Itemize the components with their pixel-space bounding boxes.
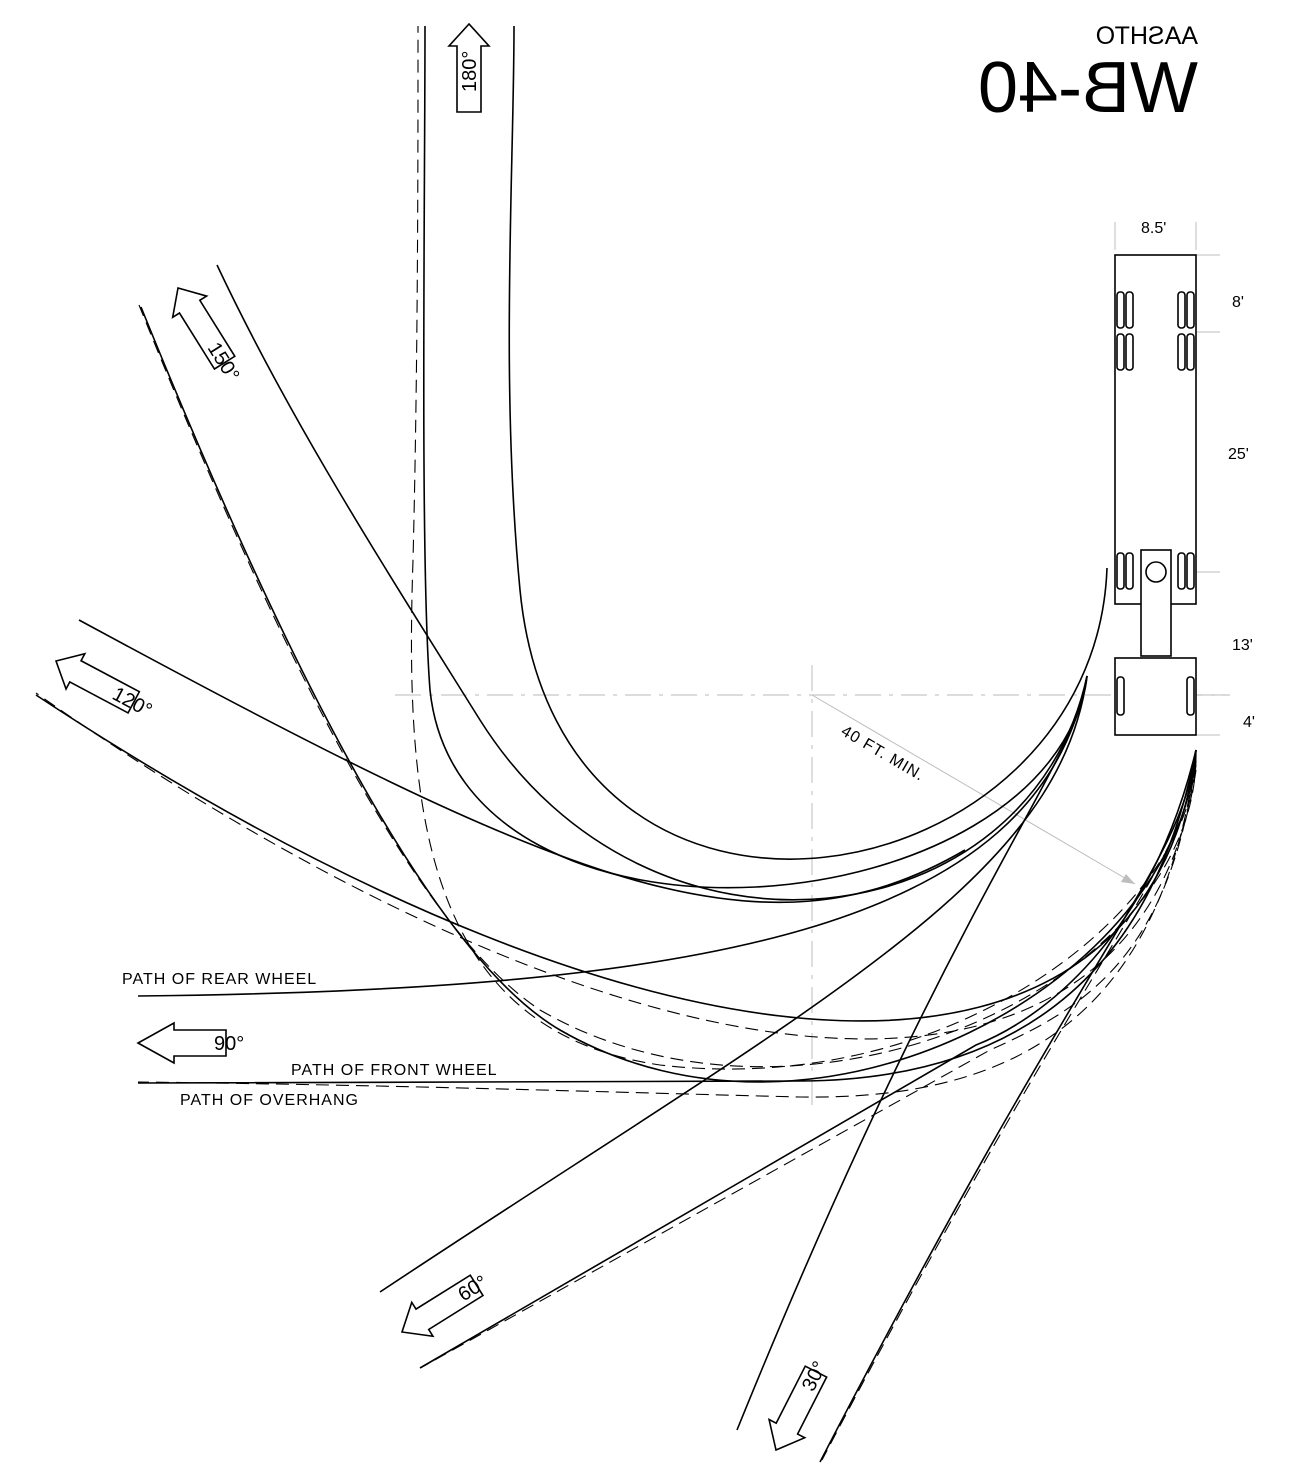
wheel [1125,333,1134,371]
wheel [1116,291,1125,329]
wheel [1177,552,1186,590]
rear-wheel-path [216,264,1088,901]
overhang-path [137,754,1197,1098]
wheel [1125,291,1134,329]
radius-leader [811,694,1136,885]
arrow-90: 90° [136,1021,244,1065]
wheel [1177,291,1186,329]
arrow-60: 60° [400,1271,492,1338]
front-wheel-path [140,306,1197,1083]
radius-arrowhead [1121,874,1135,884]
rear-wheel-path [422,25,1088,889]
arrow-120: 120° [54,652,156,722]
rear-wheel-path [379,675,1088,1293]
arrow-icon [54,652,141,714]
arrow-icon [400,1274,485,1338]
wheel [1186,291,1195,329]
rear-wheel-path [736,675,1088,1431]
arrow-150: 150° [171,286,244,386]
wheel [1186,333,1195,371]
front-wheel-path [35,694,1197,1022]
arrow-icon [171,286,236,371]
arrow-icon [136,1021,227,1065]
front-wheel-path [419,749,1197,1369]
front-wheel-path [137,749,1197,1084]
segment-label: 25' [1228,446,1249,463]
overhang-label: PATH OF OVERHANG [180,1092,359,1109]
width-label: 8.5' [1141,220,1166,237]
overhang-path [821,764,1197,1461]
turn-150 [138,264,1197,1083]
segment-label: 13' [1232,637,1253,654]
rear-wheel-path [137,675,1088,997]
angle-label: 150° [203,339,244,386]
arrow-180: 180° [447,22,491,113]
wheel [1186,676,1195,716]
wheel [1125,552,1134,590]
wheel [1116,676,1125,716]
front-wheel-path [508,25,1108,860]
tractor-cab [1114,657,1197,736]
turn-180 [410,25,1197,1070]
rear-wheel-path [78,619,966,904]
header-group: AASHTO WB-40 [978,22,1198,128]
arrow-icon [447,22,491,113]
segment-label: 4' [1243,714,1255,731]
arrow-30: 30° [767,1358,831,1452]
turn-90 [137,675,1197,1098]
arrow-icon [767,1365,828,1452]
angle-label: 180° [459,51,481,92]
angle-label: 90° [214,1033,244,1055]
wheel [1116,333,1125,371]
rear-wheel-label: PATH OF REAR WHEEL [122,971,317,988]
vehicle: 8.5' 8' 25' 13' 4 [1114,220,1255,736]
turn-60 [379,675,1197,1369]
trailer-wheels [1116,291,1195,590]
turn-120 [35,619,1197,1040]
fifth-wheel [1145,561,1167,583]
wheel [1116,552,1125,590]
front-wheel-path [819,749,1197,1463]
turn-30 [736,675,1197,1463]
overhang-path [410,25,1197,1070]
radius-label: 40 FT. MIN. [838,723,927,785]
overhang-path [35,692,1197,1040]
front-wheel-label: PATH OF FRONT WHEEL [291,1062,498,1079]
header-subtitle: AASHTO [1096,22,1198,50]
tractor-wheels [1116,676,1195,716]
wheel [1186,552,1195,590]
overhang-path [423,759,1197,1367]
segment-label: 8' [1232,294,1244,311]
wheel [1177,333,1186,371]
overhang-path [138,304,1197,1068]
header-title: WB-40 [978,48,1198,128]
